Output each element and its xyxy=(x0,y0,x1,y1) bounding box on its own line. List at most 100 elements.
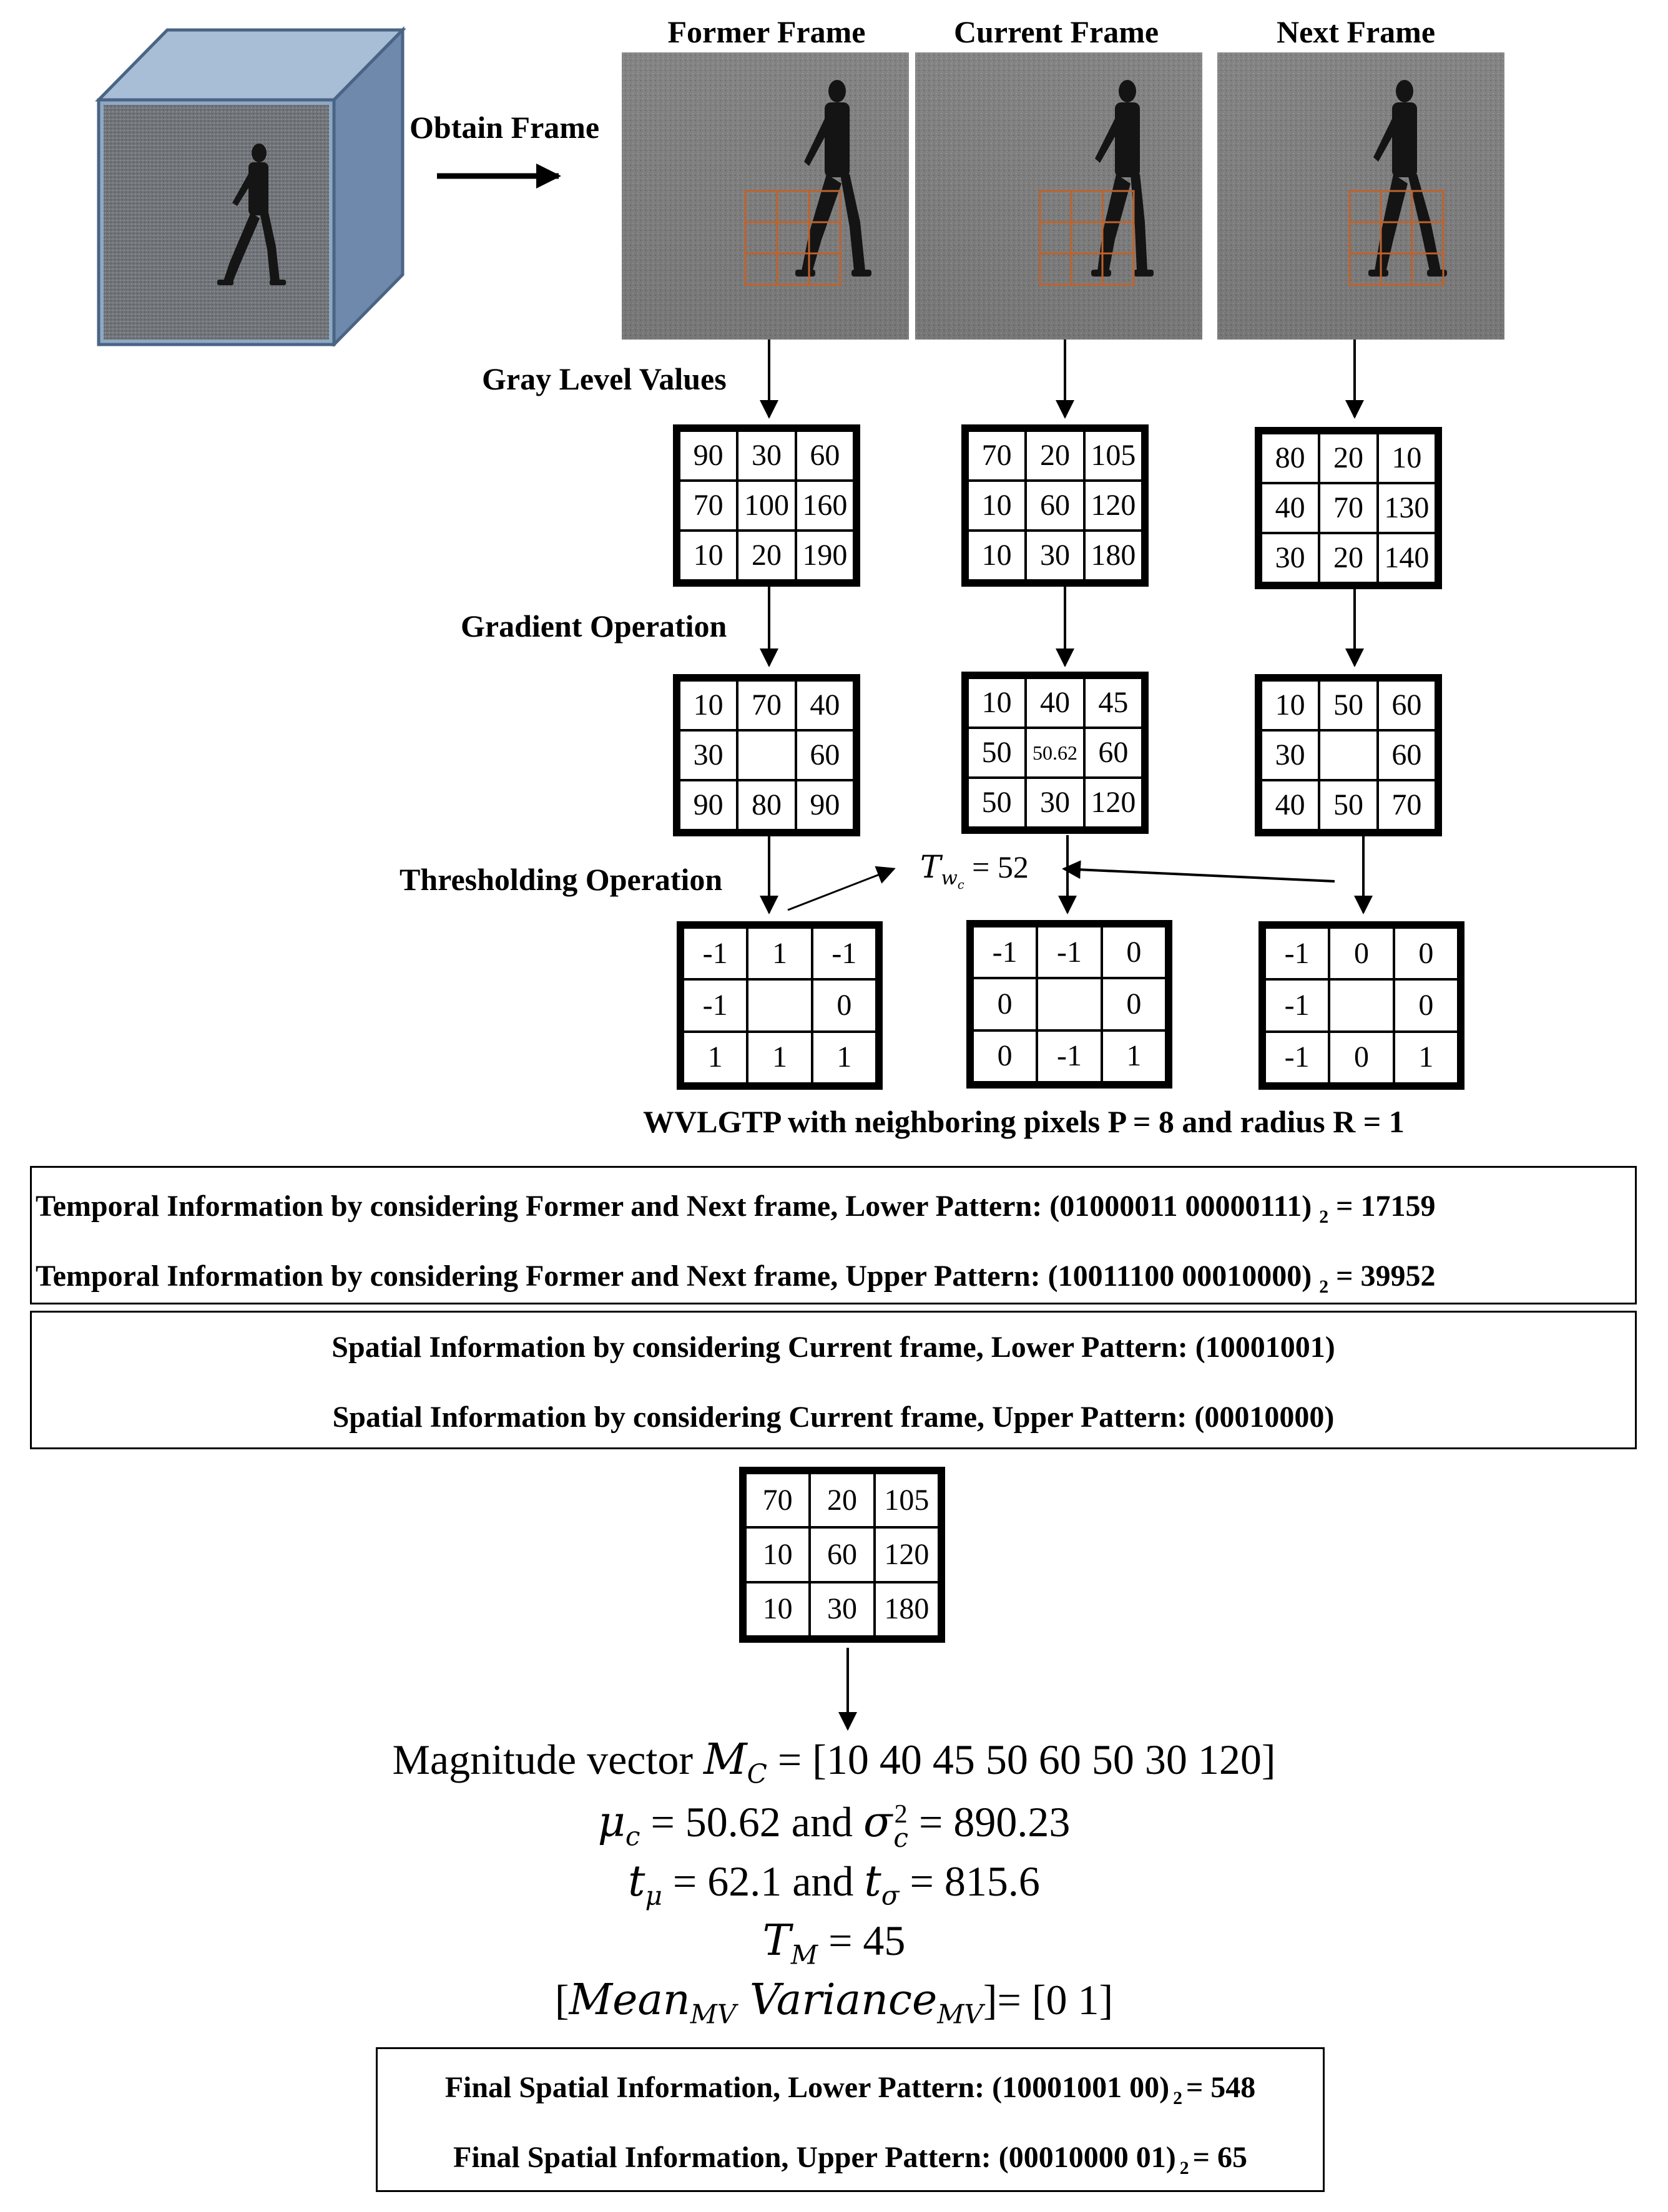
tsigma-symbol: t xyxy=(864,1857,881,1906)
grid-cell: 70 xyxy=(1377,780,1436,830)
grid-cell xyxy=(1319,730,1378,780)
current-frame-image xyxy=(915,52,1202,340)
grid-cell: 10 xyxy=(679,531,738,580)
grid-cell: 80 xyxy=(1261,433,1320,483)
grid-cell: 30 xyxy=(1261,730,1320,780)
magnitude-sub: C xyxy=(747,1758,767,1789)
grid-cell: 140 xyxy=(1377,533,1436,583)
grid-cell: -1 xyxy=(1265,1031,1330,1084)
sigma-value: = 890.23 xyxy=(908,1798,1071,1846)
temporal-info-box: Temporal Information by considering Form… xyxy=(30,1166,1637,1304)
threshold-grid-former: -1 1 -1 -1 0 1 1 1 xyxy=(677,921,883,1090)
grid-cell: -1 xyxy=(1265,927,1330,980)
grid-cell: 90 xyxy=(679,431,738,481)
threshold-symbol: T xyxy=(920,849,941,885)
spatial-upper-line: Spatial Information by considering Curre… xyxy=(332,1401,1335,1434)
gray-grid-next: 80 20 10 40 70 130 30 20 140 xyxy=(1255,427,1442,589)
wvlgtp-caption: WVLGTP with neighboring pixels P = 8 and… xyxy=(643,1104,1405,1139)
grid-cell: 30 xyxy=(1026,778,1084,828)
threshold-sub2: c xyxy=(957,878,964,893)
tm-symbol: T xyxy=(762,1916,791,1965)
grid-cell: 10 xyxy=(1377,433,1436,483)
gray-grid-former: 90 30 60 70 100 160 10 20 190 xyxy=(673,424,860,587)
threshold-sub1: w xyxy=(941,867,958,889)
current-frame-title: Current Frame xyxy=(953,14,1159,49)
grid-cell: 120 xyxy=(874,1527,939,1582)
gradient-grid-next: 10 50 60 30 60 40 50 70 xyxy=(1255,674,1442,836)
threshold-value: = 52 xyxy=(972,849,1029,884)
grid-cell: 30 xyxy=(810,1582,875,1637)
grid-cell: 0 xyxy=(1101,926,1166,979)
grid-cell: 90 xyxy=(679,780,738,830)
threshold-grid-current: -1 -1 0 0 0 0 -1 1 xyxy=(966,920,1172,1089)
temporal-lower-value: = 17159 xyxy=(1336,1190,1436,1223)
gray-grid-current: 70 20 105 10 60 120 10 30 180 xyxy=(961,424,1149,587)
grid-cell: 30 xyxy=(1261,533,1320,583)
variance-mv-sub: MV xyxy=(937,1999,983,2030)
grid-cell: 0 xyxy=(973,1030,1038,1082)
grid-cell xyxy=(1037,978,1102,1030)
tsigma-value: = 815.6 xyxy=(899,1857,1040,1905)
final-upper-sub: 2 xyxy=(1179,2157,1189,2178)
grid-cell: 40 xyxy=(1261,483,1320,533)
temporal-upper-text: Temporal Information by considering Form… xyxy=(36,1260,1312,1293)
temporal-lower-line: Temporal Information by considering Form… xyxy=(36,1189,1635,1228)
magnitude-prefix: Magnitude vector xyxy=(392,1736,704,1783)
spatial-lower-line: Spatial Information by considering Curre… xyxy=(331,1331,1335,1364)
tm-sub: M xyxy=(790,1939,818,1970)
tmu-sub: μ xyxy=(645,1880,662,1911)
threshold-equation: Twc = 52 xyxy=(920,849,1029,893)
thresholding-operation-label: Thresholding Operation xyxy=(400,862,723,897)
grid-cell: 10 xyxy=(745,1527,810,1582)
magnitude-values: = [10 40 45 50 60 50 30 120] xyxy=(767,1736,1276,1783)
grid-cell: 20 xyxy=(810,1473,875,1528)
mean-mv-symbol: Mean xyxy=(569,1975,690,2025)
grid-cell: 0 xyxy=(973,978,1038,1030)
next-frame-image xyxy=(1217,52,1504,340)
grid-cell: 10 xyxy=(745,1582,810,1637)
sigma-symbol: σ xyxy=(863,1798,893,1847)
grid-cell: 180 xyxy=(874,1582,939,1637)
grid-cell: 1 xyxy=(1393,1031,1458,1084)
grid-cell: 20 xyxy=(737,531,796,580)
grid-cell: 100 xyxy=(737,481,796,531)
gradient-operation-label: Gradient Operation xyxy=(461,609,727,644)
temporal-upper-line: Temporal Information by considering Form… xyxy=(36,1259,1635,1298)
mu-sub: c xyxy=(625,1821,640,1852)
grid-cell xyxy=(1329,979,1394,1032)
grid-cell: 10 xyxy=(968,481,1026,531)
mv-open: [ xyxy=(554,1976,569,2024)
temporal-upper-value: = 39952 xyxy=(1336,1260,1436,1293)
final-upper-value: = 65 xyxy=(1192,2141,1247,2174)
grid-cell-center: 50.62 xyxy=(1026,728,1084,778)
grid-cell: 60 xyxy=(1377,680,1436,730)
grid-cell: 0 xyxy=(1329,1031,1394,1084)
grid-cell xyxy=(737,730,796,780)
final-lower-sub: 2 xyxy=(1173,2087,1182,2108)
temporal-lower-text: Temporal Information by considering Form… xyxy=(36,1190,1312,1223)
variance-mv-symbol: Variance xyxy=(736,1975,938,2025)
current-gray-grid-repeat: 70 20 105 10 60 120 10 30 180 xyxy=(739,1467,945,1643)
spatial-info-box: Spatial Information by considering Curre… xyxy=(30,1311,1637,1449)
temporal-lower-sub: 2 xyxy=(1319,1206,1329,1227)
grid-cell: 1 xyxy=(683,1031,748,1084)
grid-cell: 190 xyxy=(795,531,854,580)
grid-cell: 10 xyxy=(679,680,738,730)
grid-cell: 0 xyxy=(1329,927,1394,980)
grid-cell: 10 xyxy=(968,531,1026,580)
grid-cell: 45 xyxy=(1084,678,1142,728)
grid-cell: 40 xyxy=(1026,678,1084,728)
grid-cell: 160 xyxy=(795,481,854,531)
grid-cell: 20 xyxy=(1026,431,1084,481)
grid-cell: 120 xyxy=(1084,778,1142,828)
grid-cell: 30 xyxy=(679,730,738,780)
tmu-symbol: t xyxy=(628,1857,645,1906)
tsigma-sub: σ xyxy=(881,1880,900,1911)
grid-cell: 20 xyxy=(1319,533,1378,583)
gradient-grid-current: 10 40 45 50 50.62 60 50 30 120 xyxy=(961,672,1149,834)
grid-cell: 60 xyxy=(1026,481,1084,531)
temporal-upper-sub: 2 xyxy=(1319,1276,1329,1297)
threshold-grid-next: -1 0 0 -1 0 -1 0 1 xyxy=(1258,921,1464,1090)
sigma-sub: c xyxy=(893,1823,909,1854)
